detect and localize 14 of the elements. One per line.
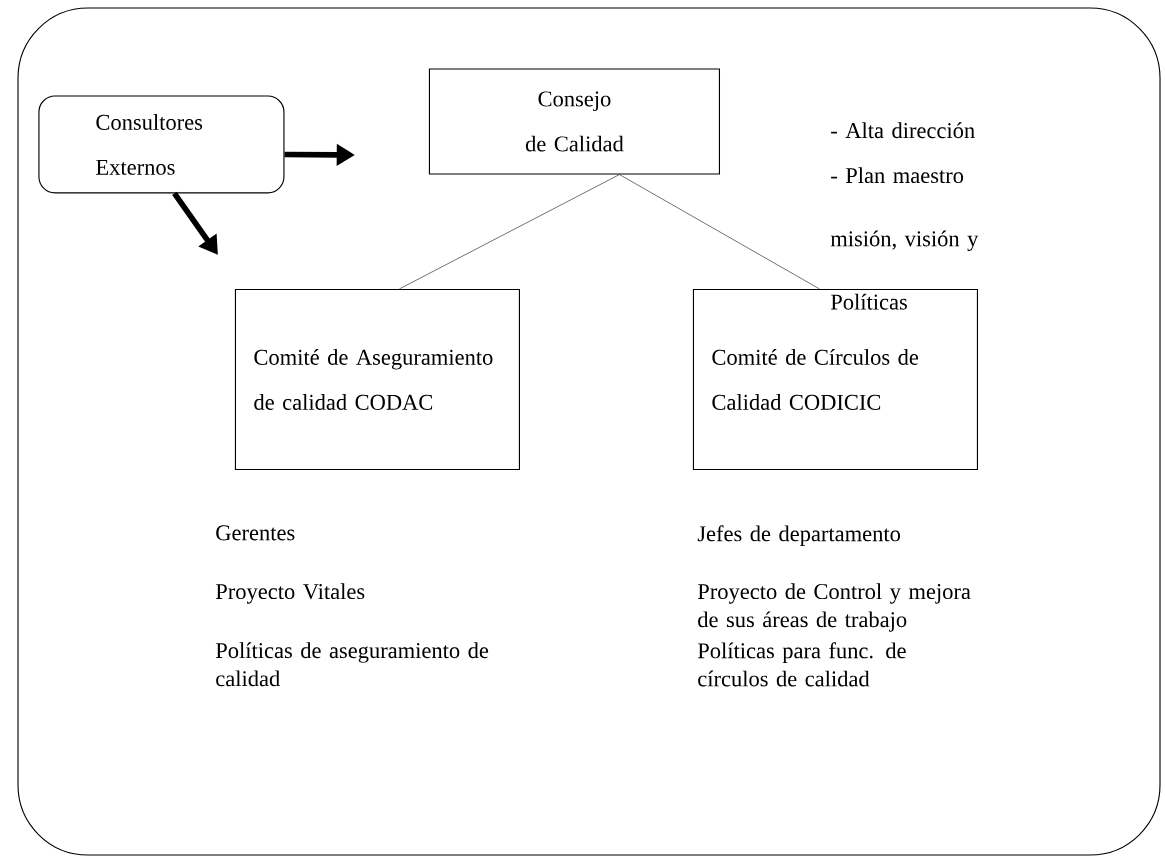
connector-line [399, 174, 620, 290]
list-item: - Plan maestro misión, visión y Políticas [830, 167, 979, 310]
role-label: Jefes de departamento [697, 525, 901, 546]
role-label: Gerentes [216, 525, 295, 541]
note-text: Proyecto de Control y mejora de sus áreas de trabajo [697, 583, 971, 632]
rounded-box: Consultores Externos [38, 95, 285, 194]
process-box: Comité de Aseguramiento de calidad CODAC [234, 288, 520, 471]
list-item: - Alta dirección [831, 122, 975, 139]
note-text: Políticas de aseguramiento de calidad [215, 642, 489, 687]
note-text: Proyecto Vitales [215, 583, 365, 604]
note-text: Políticas para func. de círculos de calidad [697, 642, 906, 687]
outer-frame [17, 7, 1161, 856]
process-box: Consejo de Calidad [428, 68, 720, 175]
connector-line [619, 174, 820, 290]
